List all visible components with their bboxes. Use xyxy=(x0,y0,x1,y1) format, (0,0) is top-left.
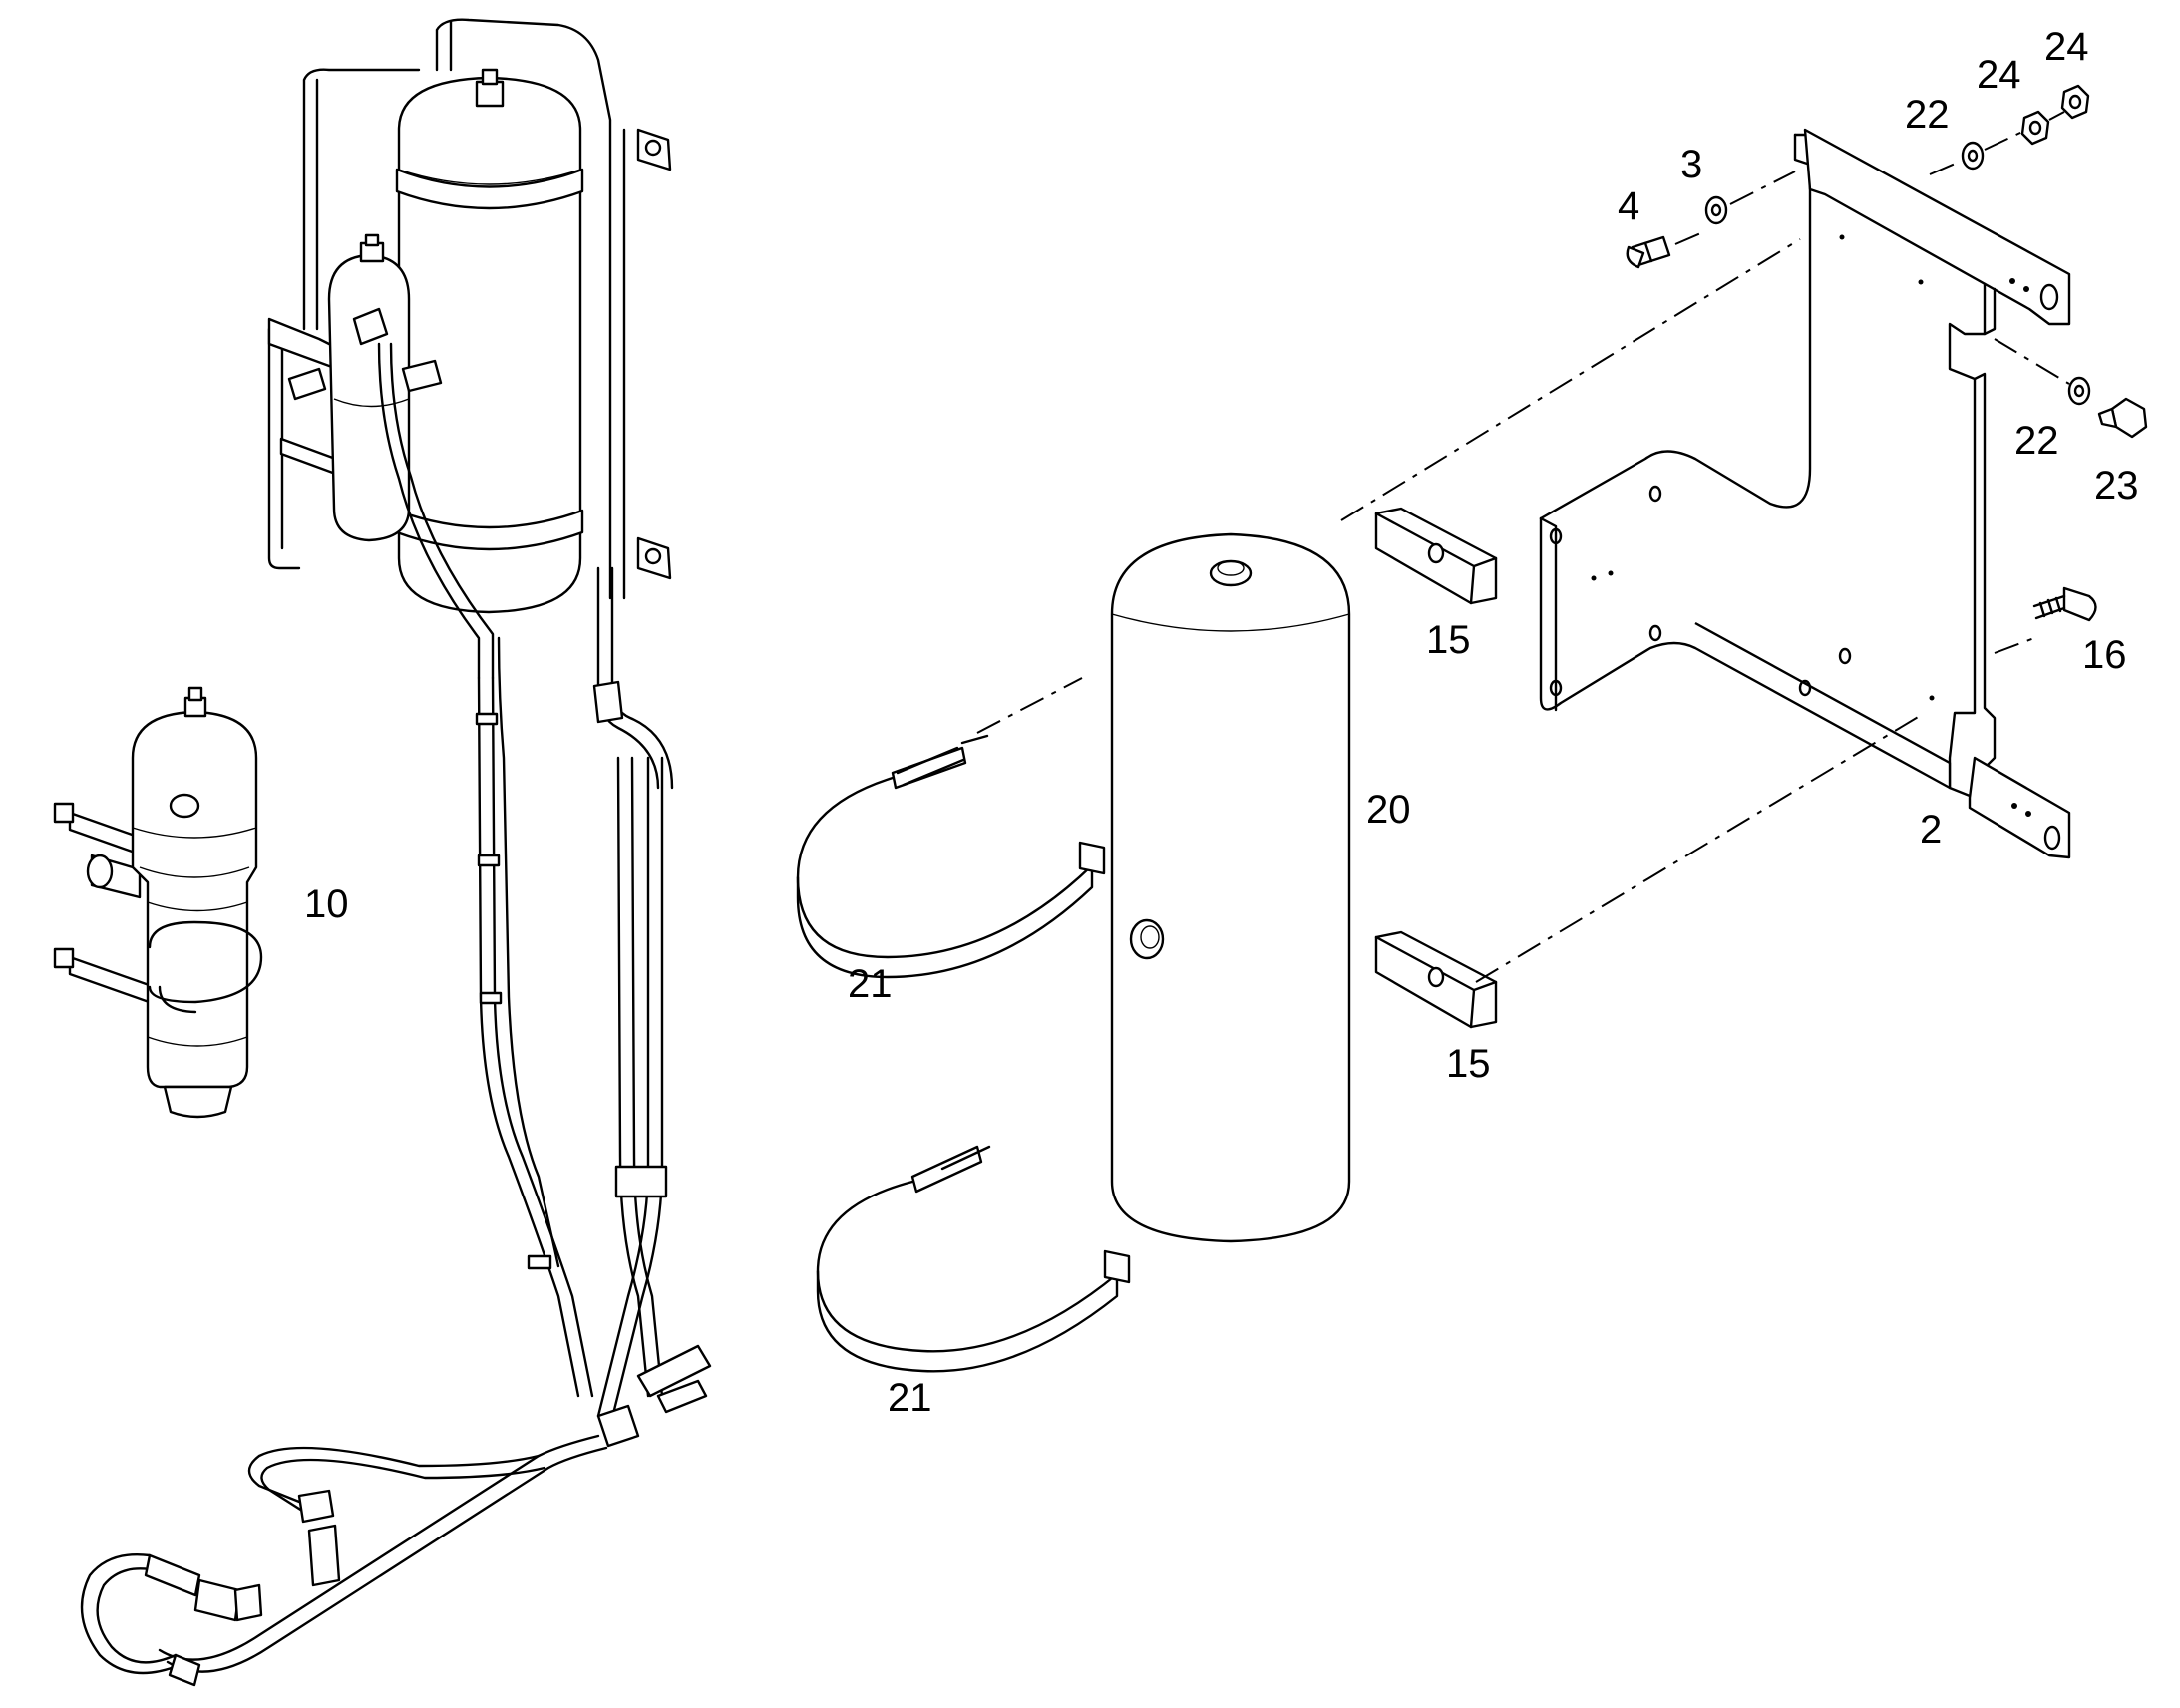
callout-22-upper: 22 xyxy=(1905,93,1950,137)
callout-23: 23 xyxy=(2094,464,2139,508)
callout-3: 3 xyxy=(1680,143,1702,186)
part-23-bolt xyxy=(2097,397,2148,439)
callout-20: 20 xyxy=(1366,788,1411,832)
callout-22-lower: 22 xyxy=(2014,419,2059,463)
callout-24-left: 24 xyxy=(1977,53,2021,97)
callout-15-lower: 15 xyxy=(1446,1042,1491,1086)
assembled-tank-unit xyxy=(80,18,712,1687)
callout-21-lower: 21 xyxy=(888,1376,932,1420)
part-15-block-upper xyxy=(1374,507,1498,605)
part-3-washer xyxy=(1704,195,1728,225)
part-22-washer-lower xyxy=(2067,376,2091,406)
part-15-block-lower xyxy=(1374,930,1498,1029)
part-2-mounting-bracket xyxy=(1539,128,2071,859)
callout-24-right: 24 xyxy=(2044,25,2089,69)
part-21-strap-lower xyxy=(816,1145,1131,1373)
callout-15-upper: 15 xyxy=(1426,618,1471,662)
part-22-washer-upper xyxy=(1961,141,1985,171)
callout-16: 16 xyxy=(2082,633,2127,677)
callout-21-upper: 21 xyxy=(848,962,893,1006)
callout-4: 4 xyxy=(1618,184,1639,228)
part-10-dryer-cartridge xyxy=(53,686,263,1119)
part-20-air-tank xyxy=(1110,532,1351,1243)
part-16-screw xyxy=(2032,586,2097,622)
callout-10: 10 xyxy=(304,882,349,926)
part-4-bolt xyxy=(1626,235,1671,269)
assembly-lines xyxy=(976,111,2070,983)
part-24-nut-left xyxy=(2020,110,2050,146)
callout-2: 2 xyxy=(1920,808,1942,852)
callout-labels: 10 21 21 20 15 15 16 2 4 3 22 24 24 22 2… xyxy=(304,25,2139,1420)
part-24-nut-right xyxy=(2060,84,2090,120)
part-21-strap-upper xyxy=(796,734,1106,979)
